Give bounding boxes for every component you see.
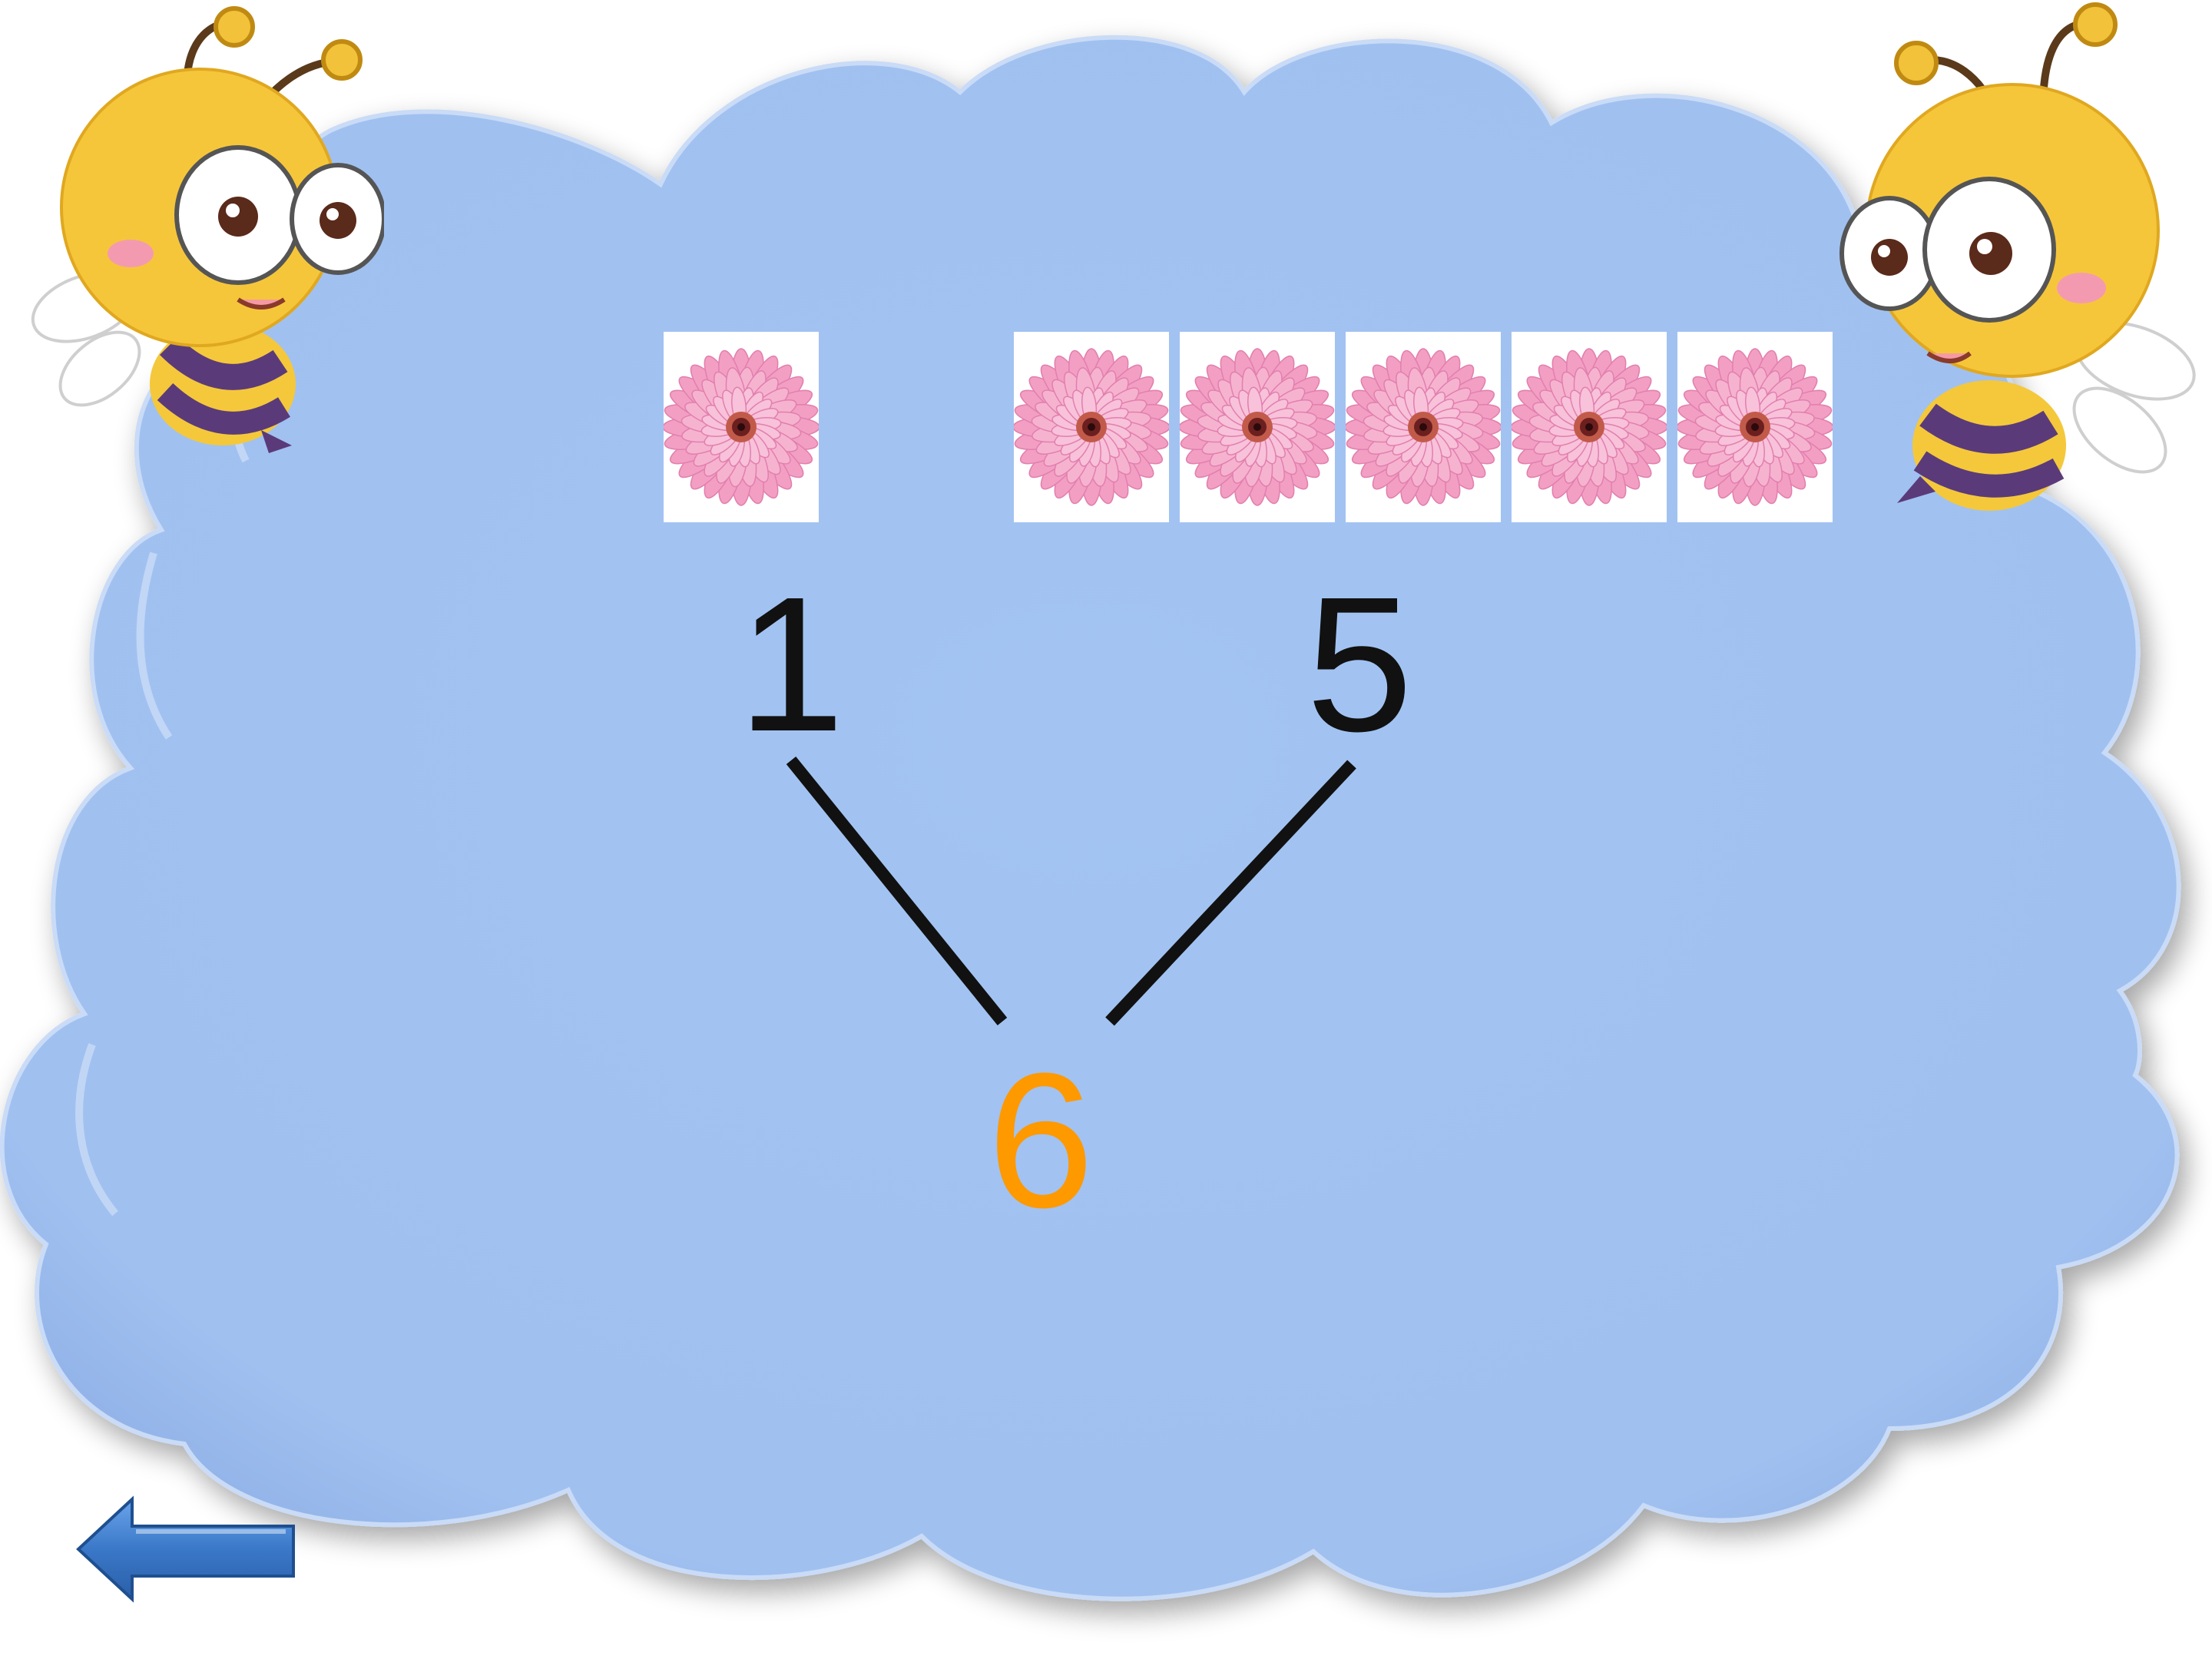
left-part-number: 1 — [737, 568, 845, 760]
right-part-number: 5 — [1298, 568, 1421, 760]
right-branch-line — [1110, 764, 1352, 1022]
total-number: 6 — [975, 1045, 1106, 1237]
left-arrow-icon[interactable] — [71, 1492, 301, 1607]
left-branch-line — [791, 760, 1002, 1022]
back-button[interactable] — [71, 1492, 301, 1607]
